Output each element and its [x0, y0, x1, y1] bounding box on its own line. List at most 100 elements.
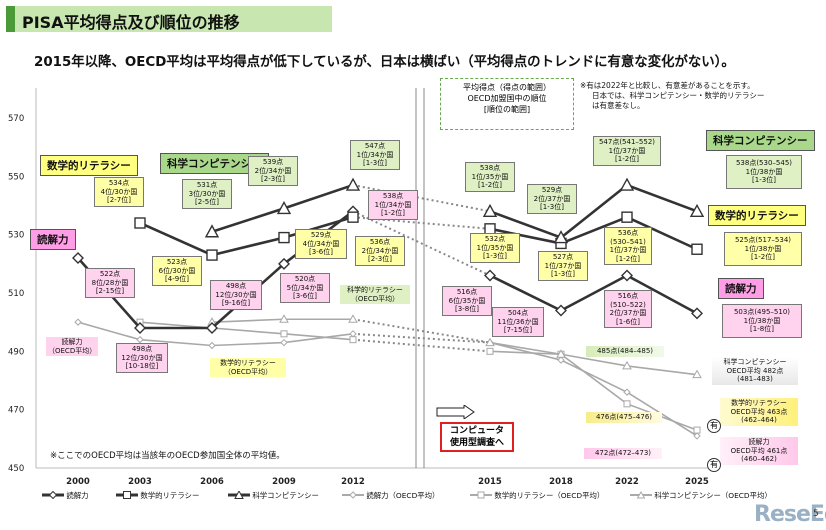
- data-point: [621, 269, 633, 282]
- series-line-segment: [626, 215, 698, 251]
- footnote: ※ここでのOECD平均は当該年のOECD参加国全体の平均値。: [50, 451, 285, 461]
- oecd-tag-math-left-1: 数学的リテラシー: [220, 359, 276, 367]
- data-point: [349, 336, 357, 344]
- box-math-2022: 536点(530–541)1位/37か国[1-2位]: [604, 227, 652, 266]
- series-line-segment: [352, 318, 491, 344]
- box-oecd-sci-2025-interval: (481–483): [737, 375, 773, 384]
- box-oecd-math-2022: 476点(475–476): [586, 412, 662, 423]
- legend-oecd-read-label: 読解力（OECD平均）: [366, 491, 440, 500]
- series-line-segment: [211, 207, 285, 233]
- box-math-2022-rank: 1位/37か国: [609, 246, 647, 255]
- legend-note-box: 平均得点（得点の範囲） OECD加盟国中の順位 [順位の範囲]: [440, 78, 574, 130]
- series-line-segment: [489, 227, 562, 245]
- data-point: [278, 257, 290, 270]
- box-read-2022-score: 516点: [617, 292, 639, 300]
- arrow-right-icon: [436, 404, 475, 420]
- box-math-2022-interval: (530–541): [610, 237, 646, 246]
- x-tick-label: 2025: [685, 477, 709, 487]
- y-tick-label: 450: [8, 464, 24, 474]
- box-math-2009-range: [3-6位]: [309, 248, 333, 257]
- data-point: [623, 388, 631, 396]
- box-read-2018-range: [7-15位]: [503, 326, 533, 335]
- data-point: [276, 200, 292, 215]
- data-point: [621, 211, 633, 223]
- data-point: [347, 211, 359, 223]
- data-point: [619, 177, 635, 191]
- series-line-segment: [139, 338, 213, 347]
- x-tick-label: 2003: [128, 477, 152, 487]
- y-tick-label: 550: [8, 172, 24, 182]
- legend-oecd-sci-label: 科学コンピテンシー（OECD平均）: [654, 491, 772, 500]
- box-math-2018-rank: 1位/37か国: [544, 261, 582, 270]
- tag-math-left: 数学的リテラシー: [40, 155, 138, 176]
- data-point: [689, 203, 705, 218]
- legend-sci-label: 科学コンピテンシー: [252, 491, 319, 500]
- data-point: [623, 400, 631, 408]
- sig-note-line-1: ※有は2022年と比較し、有意差があることを示す。: [580, 81, 755, 90]
- series-line-segment: [560, 184, 628, 239]
- data-point: [692, 369, 702, 379]
- box-math-2025-range: [1-2位]: [751, 253, 775, 262]
- data-point: [693, 426, 701, 434]
- legend-note-line-1: 平均得点（得点の範囲）: [463, 83, 551, 92]
- series-line-segment: [211, 236, 285, 257]
- legend-sci: 科学コンピテンシー: [228, 489, 319, 501]
- data-point: [556, 349, 566, 358]
- box-read-2006-score: 498点: [225, 282, 247, 290]
- series-line-segment: [283, 333, 354, 341]
- page-number: 5: [813, 509, 819, 519]
- data-point: [208, 341, 216, 350]
- box-read-2015-rank: 6位/35か国: [448, 296, 486, 305]
- box-oecd-read-2025-score: OECD平均 461点: [730, 446, 788, 455]
- data-point: [206, 249, 218, 261]
- box-oecd-read-2025-interval: (460–462): [741, 455, 777, 464]
- series-line-segment: [626, 274, 698, 315]
- box-math-2015-rank: 1位/35か国: [476, 243, 514, 252]
- box-read-2003-score: 498点: [131, 345, 153, 353]
- data-point: [72, 252, 84, 264]
- data-point: [557, 356, 565, 364]
- box-math-2025-rank: 1位/38か国: [744, 244, 782, 253]
- legend-math: 数学的リテラシー: [116, 490, 199, 501]
- box-read-2018-rank: 11位/36か国: [497, 317, 539, 326]
- box-read-2009-score: 520点: [294, 275, 316, 283]
- box-sci-2018-rank: 2位/37か国: [533, 194, 571, 203]
- watermark-logo: ReseEd: [754, 502, 826, 527]
- box-read-2012-score: 538点: [382, 192, 404, 200]
- box-oecd-read-2025-label: 読解力: [748, 438, 770, 446]
- box-math-2012-score: 536点: [369, 238, 391, 246]
- box-read-2000-rank: 8位/28か国: [91, 278, 129, 287]
- box-oecd-math-2022-score: 476点(475–476): [595, 413, 653, 421]
- box-read-2000-score: 522点: [99, 270, 121, 278]
- box-math-2009-rank: 4位/34か国: [302, 239, 340, 248]
- x-tick-label: 2009: [272, 477, 296, 487]
- x-tick-label: 2015: [478, 477, 502, 487]
- box-math-2006-range: [4-9位]: [165, 275, 189, 284]
- box-math-2006-rank: 6位/30か国: [158, 266, 196, 275]
- box-math-2018-range: [1-3位]: [551, 270, 575, 279]
- box-read-2003-range: [10-18位]: [125, 362, 159, 371]
- box-read-2022-rank: 2位/37か国: [609, 309, 647, 318]
- series-line-segment: [489, 341, 562, 356]
- box-read-2022-interval: (510–522): [610, 300, 646, 309]
- series-line-segment: [626, 183, 698, 213]
- box-sci-2022-rank: 1位/37か国: [608, 146, 646, 155]
- sig-note-line-2: 日本では、科学コンピテンシー・数学的リテラシー: [592, 91, 765, 101]
- data-point: [555, 304, 567, 317]
- series-line-segment: [352, 210, 491, 277]
- box-oecd-read-2022-score: 472点(472–473): [594, 449, 652, 457]
- box-read-2012-rank: 1位/34か国: [374, 200, 412, 209]
- box-math-2025: 525点(517–534)1位/38か国[1-2位]: [724, 232, 802, 266]
- series-line-segment: [489, 350, 562, 356]
- data-point: [278, 231, 290, 244]
- data-point: [349, 330, 357, 338]
- tag-read-right: 読解力: [718, 278, 764, 299]
- series-line-segment: [211, 341, 285, 347]
- data-point: [134, 322, 146, 334]
